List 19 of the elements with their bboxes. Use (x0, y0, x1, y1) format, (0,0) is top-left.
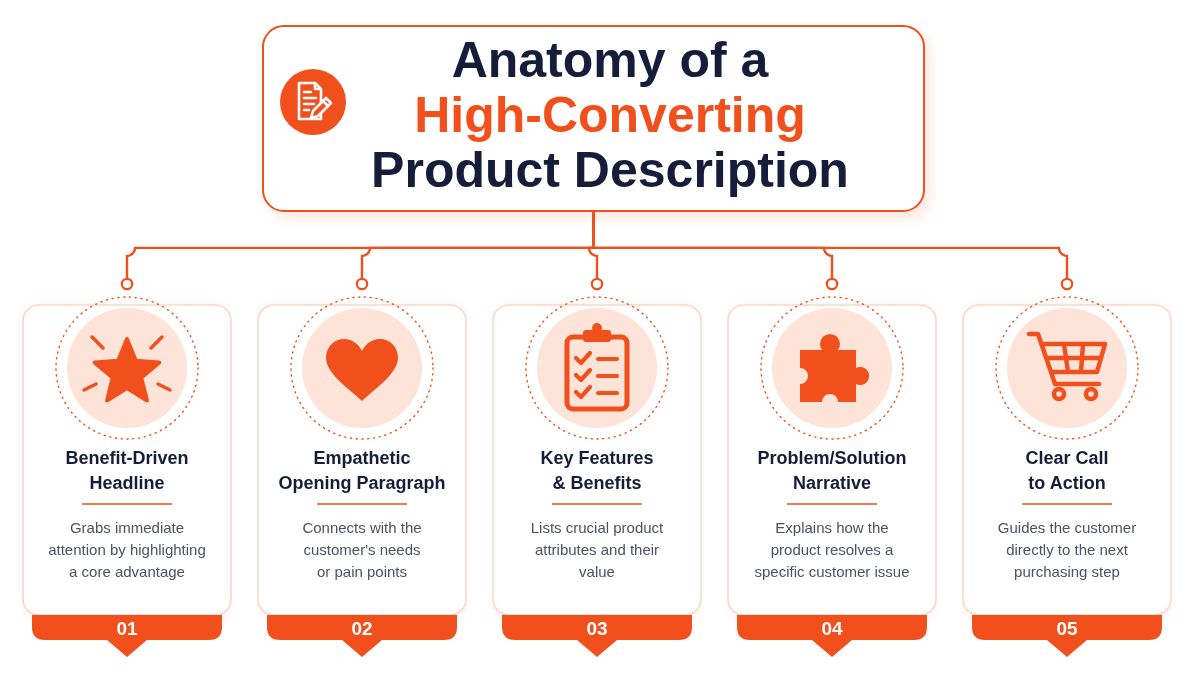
title-text: Anatomy of a (451, 33, 769, 88)
step-number: 03 (586, 617, 608, 641)
title-text: Product Description (371, 143, 849, 198)
step-number: 04 (821, 617, 843, 641)
step-heading: Problem/Solution Narrative (756, 447, 908, 495)
step-heading: Benefit-Driven Headline (64, 447, 190, 495)
step-description: Grabs immediate attention by highlighting a core advantage (47, 518, 207, 582)
step-description: Explains how the product resolves a specific customer issue (753, 518, 911, 582)
step-number: 01 (116, 617, 138, 641)
step-description: Connects with the customer's needs or pain points (301, 518, 423, 582)
step-description: Lists crucial product attributes and their value (529, 518, 665, 582)
step-heading: Empathetic Opening Paragraph (277, 447, 447, 495)
step-description: Guides the customer directly to the next purchasing step (996, 518, 1138, 582)
step-number: 02 (351, 617, 373, 641)
step-heading: Clear Call to Action (1024, 447, 1110, 495)
step-heading: Key Features & Benefits (539, 447, 655, 495)
step-number: 05 (1056, 617, 1078, 641)
title-text: High-Converting (414, 88, 806, 143)
title-box (262, 25, 925, 212)
